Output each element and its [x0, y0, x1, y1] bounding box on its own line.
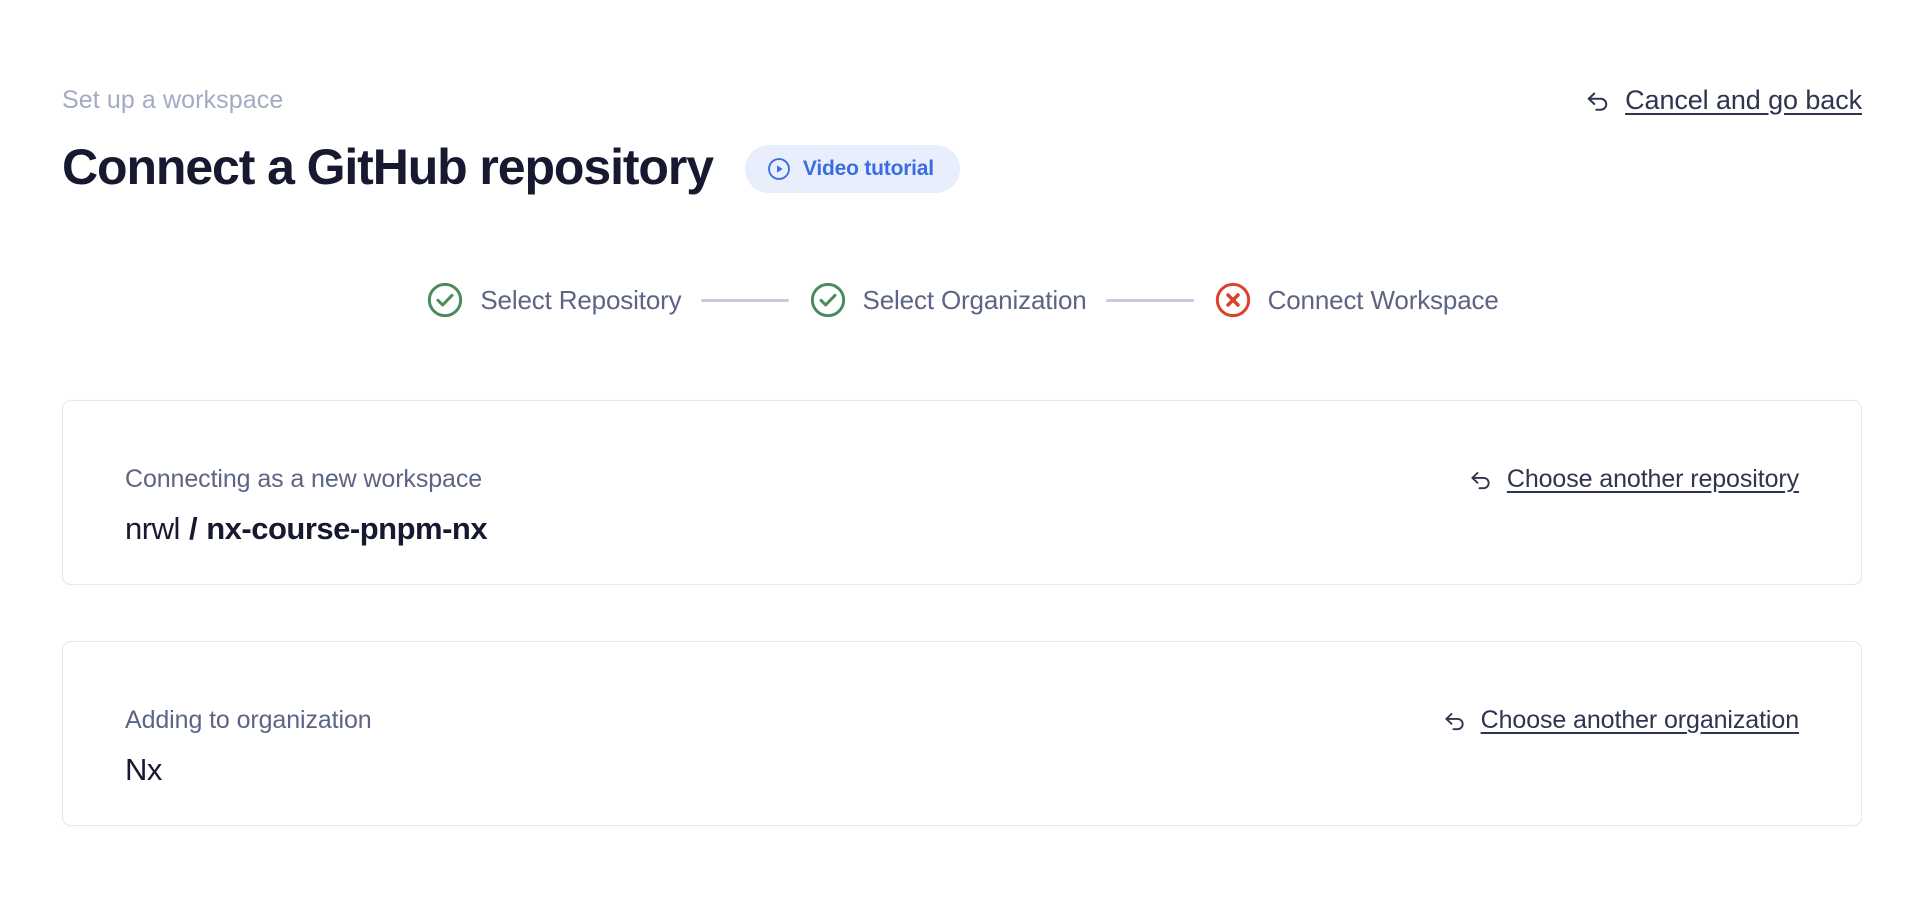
undo-arrow-icon	[1467, 466, 1495, 494]
organization-card-label: Adding to organization	[125, 706, 372, 734]
check-circle-icon	[808, 280, 848, 320]
step-label-connect-workspace: Connect Workspace	[1267, 284, 1499, 315]
step-label-select-repository: Select Repository	[480, 284, 682, 315]
repository-owner: nrwl	[125, 511, 180, 546]
repository-card: Connecting as a new workspace nrwl / nx-…	[62, 400, 1862, 585]
page-header: Set up a workspace Connect a GitHub repo…	[62, 0, 1862, 194]
repository-name: nx-course-pnpm-nx	[206, 511, 488, 546]
step-connect-workspace[interactable]: Connect Workspace	[1213, 280, 1499, 320]
cancel-and-go-back-label: Cancel and go back	[1625, 85, 1862, 115]
x-circle-icon	[1213, 280, 1253, 320]
step-select-repository[interactable]: Select Repository	[425, 280, 682, 320]
play-circle-icon	[766, 156, 792, 182]
choose-another-repository-link[interactable]: Choose another repository	[1467, 465, 1799, 494]
repository-separator: /	[188, 511, 198, 546]
step-connector-2	[1105, 298, 1194, 302]
check-circle-icon	[425, 280, 465, 320]
choose-another-organization-link[interactable]: Choose another organization	[1441, 706, 1799, 735]
choose-another-organization-label: Choose another organization	[1480, 706, 1799, 734]
choose-another-repository-label: Choose another repository	[1506, 465, 1799, 493]
repository-card-value: nrwl / nx-course-pnpm-nx	[125, 513, 1799, 544]
step-label-select-organization: Select Organization	[862, 284, 1087, 315]
cancel-and-go-back-link[interactable]: Cancel and go back	[1583, 85, 1862, 116]
video-tutorial-label: Video tutorial	[802, 157, 934, 180]
undo-arrow-icon	[1583, 86, 1613, 116]
organization-card: Adding to organization Nx Choose another…	[62, 641, 1862, 826]
undo-arrow-icon	[1441, 707, 1469, 735]
video-tutorial-button[interactable]: Video tutorial	[744, 145, 960, 193]
breadcrumb: Set up a workspace	[62, 86, 284, 114]
repository-card-label: Connecting as a new workspace	[125, 465, 483, 493]
page-title: Connect a GitHub repository	[62, 139, 714, 195]
organization-card-value: Nx	[125, 752, 162, 787]
step-connector-1	[700, 298, 789, 302]
step-select-organization[interactable]: Select Organization	[808, 280, 1087, 320]
title-row: Connect a GitHub repository Video tutori…	[62, 140, 1862, 194]
progress-stepper: Select Repository Select Organization Co…	[62, 280, 1862, 320]
